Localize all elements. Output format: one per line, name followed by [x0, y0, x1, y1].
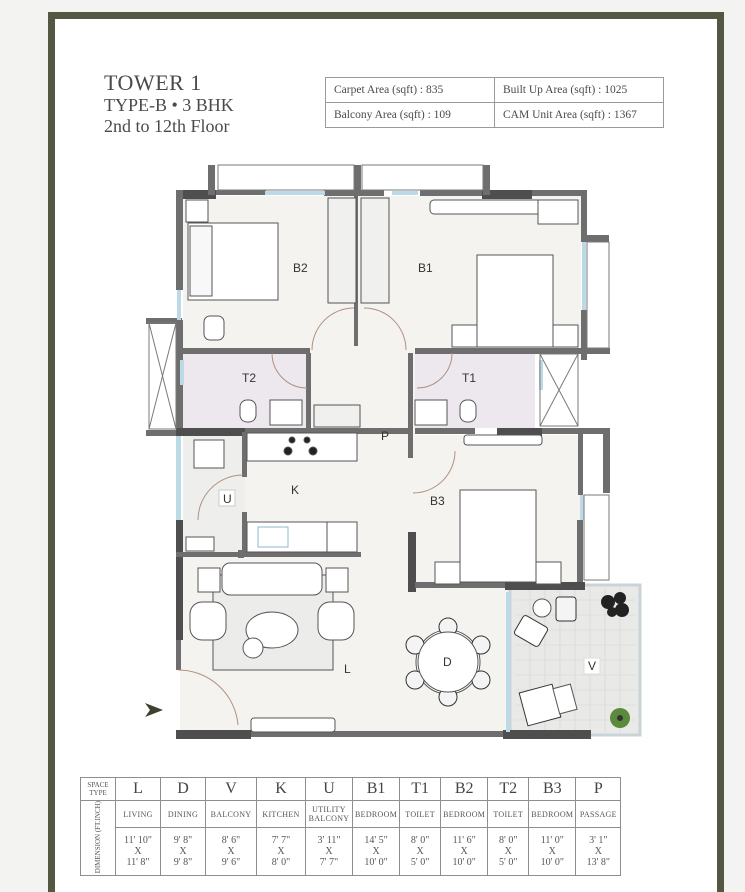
room-label: L	[344, 662, 351, 676]
plant-icon	[601, 592, 630, 728]
utility-label-box	[218, 489, 236, 507]
space-name: TOILET	[399, 799, 442, 829]
space-code: K	[256, 777, 306, 801]
ducts	[148, 164, 610, 581]
windows	[176, 191, 586, 732]
floor-range: 2nd to 12th Floor	[104, 115, 230, 136]
cam-unit-area: CAM Unit Area (sqft) : 1367	[494, 102, 664, 128]
sofa	[221, 562, 323, 596]
room-label: D	[443, 655, 452, 669]
space-name: BEDROOM	[440, 799, 489, 829]
room-label: V	[588, 659, 596, 673]
room-label: U	[223, 492, 232, 506]
room-label: T2	[242, 371, 256, 385]
space-name: DINING	[160, 799, 206, 829]
unit-type: TYPE-B • 3 BHK	[104, 95, 234, 116]
door-swings	[177, 307, 456, 726]
plan-title-block: TOWER 1 TYPE-B • 3 BHK 2nd to 12th Floor	[104, 70, 234, 137]
bed-b1	[476, 254, 554, 348]
armchair	[189, 601, 227, 641]
room-label: B2	[293, 261, 308, 275]
floor-plan: B2 B1 T2 T1 P K U B3 D L V	[145, 164, 642, 739]
balcony-label-box	[583, 657, 601, 675]
space-code: T1	[399, 777, 442, 801]
space-name: PASSAGE	[575, 799, 622, 829]
dimension-header: DIMENSION (FT.INCH)	[80, 799, 116, 877]
space-name: BEDROOM	[528, 799, 577, 829]
space-code: U	[305, 777, 353, 801]
space-name: UTILITY BALCONY	[305, 799, 353, 829]
tower-name: TOWER 1	[104, 70, 202, 95]
space-name: BALCONY	[205, 799, 257, 829]
space-name: KITCHEN	[256, 799, 306, 829]
room-labels: B2 B1 T2 T1 P K U B3 D L V	[223, 261, 596, 676]
coffee-table	[245, 611, 299, 649]
bed-b3	[459, 489, 537, 583]
room-label: K	[291, 483, 299, 497]
built-up-area: Built Up Area (sqft) : 1025	[494, 77, 664, 103]
space-code: B1	[351, 777, 401, 801]
space-name: BEDROOM	[351, 799, 401, 829]
area-summary-table: Carpet Area (sqft) : 835 Built Up Area (…	[325, 77, 664, 128]
wardrobe	[360, 197, 390, 304]
room-label: B1	[418, 261, 433, 275]
space-code: B3	[528, 777, 577, 801]
wardrobe	[327, 197, 357, 304]
space-code: V	[205, 777, 257, 801]
space-code: B2	[440, 777, 489, 801]
room-label: B3	[430, 494, 445, 508]
space-name: LIVING	[115, 799, 161, 829]
space-code: T2	[487, 777, 530, 801]
space-name: TOILET	[487, 799, 530, 829]
space-code: P	[575, 777, 622, 801]
dimension-table: SPACE TYPE L D V K U B1 T1 B2 T2 B3 P DI…	[80, 777, 622, 877]
space-type-header: SPACE TYPE	[80, 777, 116, 801]
room-label: P	[381, 429, 389, 443]
space-code: D	[160, 777, 206, 801]
arrow-right-icon	[145, 703, 163, 717]
furniture	[185, 197, 579, 733]
armchair	[317, 601, 355, 641]
space-code: L	[115, 777, 161, 801]
room-label: T1	[462, 371, 476, 385]
